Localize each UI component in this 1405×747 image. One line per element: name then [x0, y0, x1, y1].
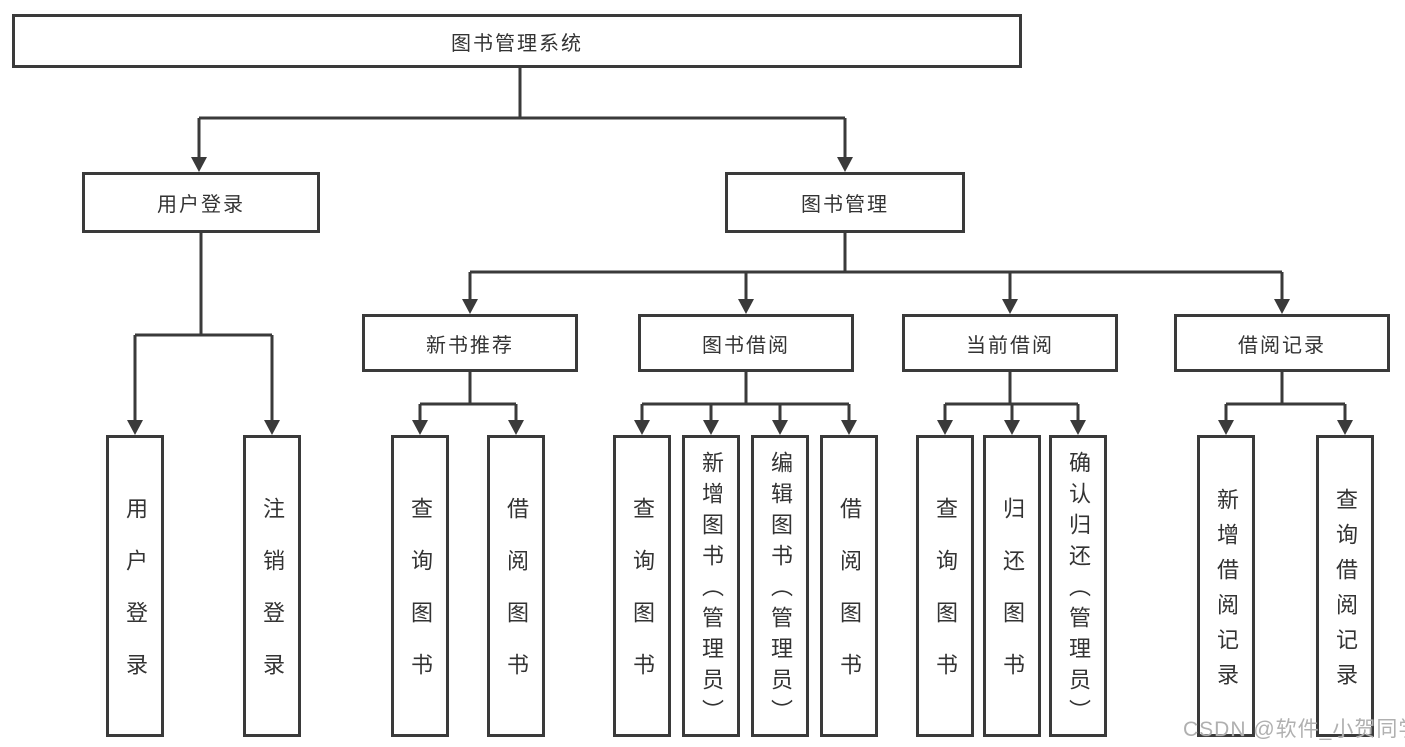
leaf-query-borrow-record: 查询借阅记录 — [1316, 435, 1374, 737]
leaf-user-login: 用户登录 — [106, 435, 164, 737]
leaf-confirm-return-admin: 确认归还（管理员） — [1049, 435, 1107, 737]
leaf-return-book: 归还图书 — [983, 435, 1041, 737]
node-book-management: 图书管理 — [725, 172, 965, 233]
node-current-borrowing: 当前借阅 — [902, 314, 1118, 372]
node-label: 新增借阅记录 — [1214, 487, 1239, 698]
node-label: 新增图书（管理员） — [699, 451, 724, 730]
node-label: 用户登录 — [123, 497, 148, 705]
node-label: 编辑图书（管理员） — [768, 451, 793, 730]
leaf-add-book-admin: 新增图书（管理员） — [682, 435, 740, 737]
node-label: 新书推荐 — [426, 334, 514, 357]
node-library-system: 图书管理系统 — [12, 14, 1022, 68]
leaf-borrow-book-2: 借阅图书 — [820, 435, 878, 737]
node-label: 确认归还（管理员） — [1066, 451, 1091, 730]
leaf-add-borrow-record: 新增借阅记录 — [1197, 435, 1255, 737]
watermark: CSDN @软件_小贺同学 — [1183, 718, 1405, 741]
node-label: 借阅图书 — [837, 497, 862, 705]
node-user-login: 用户登录 — [82, 172, 320, 233]
node-book-borrowing: 图书借阅 — [638, 314, 854, 372]
leaf-query-book-3: 查询图书 — [916, 435, 974, 737]
leaf-edit-book-admin: 编辑图书（管理员） — [751, 435, 809, 737]
node-label: 借阅记录 — [1238, 334, 1326, 357]
node-label: 查询图书 — [933, 497, 958, 705]
node-label: 图书管理 — [801, 194, 889, 216]
node-label: 注销登录 — [260, 497, 285, 705]
node-label: 归还图书 — [1000, 497, 1025, 705]
node-label: 图书管理系统 — [451, 32, 583, 55]
node-label: 查询图书 — [408, 497, 433, 705]
leaf-borrow-book-1: 借阅图书 — [487, 435, 545, 737]
leaf-query-book-1: 查询图书 — [391, 435, 449, 737]
node-borrowing-records: 借阅记录 — [1174, 314, 1390, 372]
leaf-logout: 注销登录 — [243, 435, 301, 737]
node-label: 查询借阅记录 — [1333, 487, 1358, 698]
node-label: 图书借阅 — [702, 334, 790, 357]
leaf-query-book-2: 查询图书 — [613, 435, 671, 737]
node-label: 当前借阅 — [966, 334, 1054, 357]
connector-segments — [133, 68, 1347, 422]
node-new-book-recommend: 新书推荐 — [362, 314, 578, 372]
node-label: 用户登录 — [157, 194, 245, 216]
node-label: 查询图书 — [630, 497, 655, 705]
node-label: 借阅图书 — [504, 497, 529, 705]
